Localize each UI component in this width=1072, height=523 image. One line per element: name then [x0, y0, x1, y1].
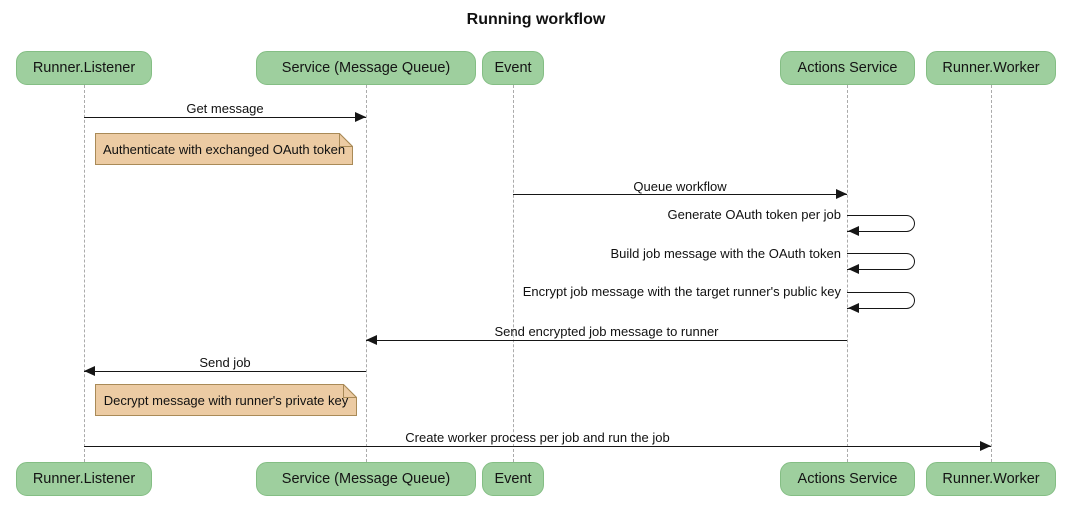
actor-bottom-service-message-queue: Service (Message Queue)	[256, 462, 476, 496]
lifeline-actions-service	[847, 85, 848, 462]
arrowhead-left-icon	[848, 226, 859, 236]
arrowhead-right-icon	[355, 112, 366, 122]
note-fold-corner-icon	[339, 133, 353, 147]
actor-bottom-actions-service: Actions Service	[780, 462, 915, 496]
note-authenticate: Authenticate with exchanged OAuth token	[95, 133, 353, 165]
message-line-create-worker-process	[84, 446, 991, 447]
self-message-label-build-job-message: Build job message with the OAuth token	[610, 246, 841, 261]
message-label-queue-workflow: Queue workflow	[633, 179, 727, 194]
actor-bottom-runner-listener: Runner.Listener	[16, 462, 152, 496]
message-line-send-encrypted-job-message	[366, 340, 847, 341]
actor-bottom-event: Event	[482, 462, 544, 496]
self-message-label-encrypt-job-message: Encrypt job message with the target runn…	[522, 284, 841, 299]
note-shape	[95, 133, 353, 165]
arrowhead-right-icon	[836, 189, 847, 199]
note-shape	[95, 384, 357, 416]
message-line-get-message	[84, 117, 366, 118]
message-label-send-job: Send job	[199, 355, 251, 370]
self-message-loop	[847, 215, 915, 232]
self-message-loop	[847, 253, 915, 270]
arrowhead-left-icon	[848, 264, 859, 274]
diagram-title: Running workflow	[466, 11, 606, 28]
note-fold-corner-icon	[343, 384, 357, 398]
arrowhead-right-icon	[980, 441, 991, 451]
note-text: Decrypt message with runner's private ke…	[103, 392, 349, 408]
lifeline-service-message-queue	[366, 85, 367, 462]
actor-top-runner-worker: Runner.Worker	[926, 51, 1056, 85]
arrowhead-left-icon	[366, 335, 377, 345]
arrowhead-left-icon	[848, 303, 859, 313]
actor-bottom-runner-worker: Runner.Worker	[926, 462, 1056, 496]
lifeline-runner-listener	[84, 85, 85, 462]
arrowhead-left-icon	[84, 366, 95, 376]
note-decrypt: Decrypt message with runner's private ke…	[95, 384, 357, 416]
actor-top-event: Event	[482, 51, 544, 85]
message-label-get-message: Get message	[186, 101, 264, 116]
self-message-label-generate-oauth-token: Generate OAuth token per job	[667, 207, 841, 222]
message-line-send-job	[84, 371, 366, 372]
message-label-create-worker-process: Create worker process per job and run th…	[405, 430, 670, 445]
actor-top-service-message-queue: Service (Message Queue)	[256, 51, 476, 85]
actor-top-actions-service: Actions Service	[780, 51, 915, 85]
message-line-queue-workflow	[513, 194, 847, 195]
lifeline-event	[513, 85, 514, 462]
actor-top-runner-listener: Runner.Listener	[16, 51, 152, 85]
self-message-loop	[847, 292, 915, 309]
note-text: Authenticate with exchanged OAuth token	[102, 141, 346, 157]
message-label-send-encrypted-job-message: Send encrypted job message to runner	[494, 324, 719, 339]
lifeline-runner-worker	[991, 85, 992, 462]
